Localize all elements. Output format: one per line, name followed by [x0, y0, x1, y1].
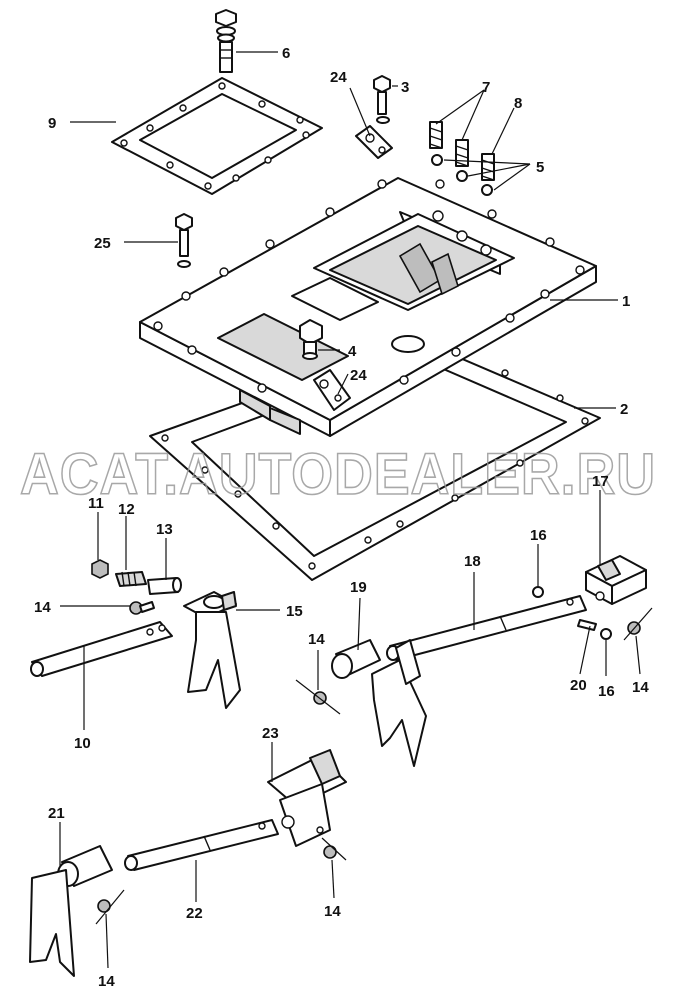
- callout-16-top: 16: [530, 527, 547, 544]
- screw-14-c: [295, 679, 341, 715]
- gasket-9: [111, 77, 323, 195]
- callout-3: 3: [401, 79, 409, 96]
- callout-6: 6: [282, 45, 290, 62]
- shift-rod-10: [30, 621, 173, 677]
- callout-10: 10: [74, 735, 91, 752]
- callout-24-top: 24: [330, 69, 347, 86]
- callout-12: 12: [118, 501, 135, 518]
- pin-20: [577, 619, 597, 631]
- fork-17: [585, 555, 647, 605]
- screw-14-b: [623, 607, 653, 641]
- callout-2: 2: [620, 401, 628, 418]
- tab-plate-24-upper: [355, 125, 393, 159]
- leader-lines: [59, 51, 641, 969]
- callout-9: 9: [48, 115, 56, 132]
- watermark-text: ACAT.AUTODEALER.RU: [20, 442, 656, 507]
- callout-16-bottom: 16: [598, 683, 615, 700]
- callout-17: 17: [592, 473, 609, 490]
- ball-16-lower: [600, 628, 612, 640]
- callout-14-right: 14: [632, 679, 649, 696]
- bolt-3: [373, 75, 391, 124]
- fork-23: [267, 749, 347, 847]
- callout-20: 20: [570, 677, 587, 694]
- callout-4: 4: [348, 343, 357, 360]
- callout-5: 5: [536, 159, 544, 176]
- screw-14-d: [321, 837, 347, 861]
- screw-14-e: [95, 889, 125, 925]
- balls-5: [431, 154, 493, 196]
- springs-7-8: [429, 121, 495, 181]
- fork-19: [331, 639, 427, 767]
- ball-16-upper: [532, 586, 544, 598]
- plug-4: [299, 319, 323, 360]
- callout-24-bottom: 24: [350, 367, 367, 384]
- callout-19: 19: [350, 579, 367, 596]
- shift-rod-22: [124, 819, 279, 871]
- callout-15: 15: [286, 603, 303, 620]
- callout-7: 7: [482, 79, 490, 96]
- callout-14-mid: 14: [308, 631, 325, 648]
- callout-23: 23: [262, 725, 279, 742]
- shift-rod-18: [386, 595, 587, 661]
- callout-labels: 6 9 24 3 7 8 5 25 1 4 24 2 11 12 13 14 1…: [34, 45, 649, 990]
- callout-14-left: 14: [34, 599, 51, 616]
- callout-11: 11: [88, 495, 104, 512]
- screw-14-a: [129, 601, 155, 615]
- callout-25: 25: [94, 235, 111, 252]
- fork-21: [29, 845, 113, 977]
- callout-1: 1: [622, 293, 630, 310]
- fork-15: [183, 591, 241, 709]
- tab-plate-24-lower: [313, 369, 351, 411]
- pin-13: [147, 577, 182, 595]
- callout-14-lower: 14: [324, 903, 341, 920]
- callout-8: 8: [514, 95, 522, 112]
- callout-13: 13: [156, 521, 173, 538]
- callout-21: 21: [48, 805, 65, 822]
- callout-14-bottom: 14: [98, 973, 115, 990]
- bolt-6: [215, 9, 237, 73]
- spring-12: [115, 571, 147, 587]
- callout-18: 18: [464, 553, 481, 570]
- nut-11: [91, 559, 109, 579]
- bolt-25: [175, 213, 193, 268]
- callout-22: 22: [186, 905, 203, 922]
- cover-housing-1: [139, 177, 597, 437]
